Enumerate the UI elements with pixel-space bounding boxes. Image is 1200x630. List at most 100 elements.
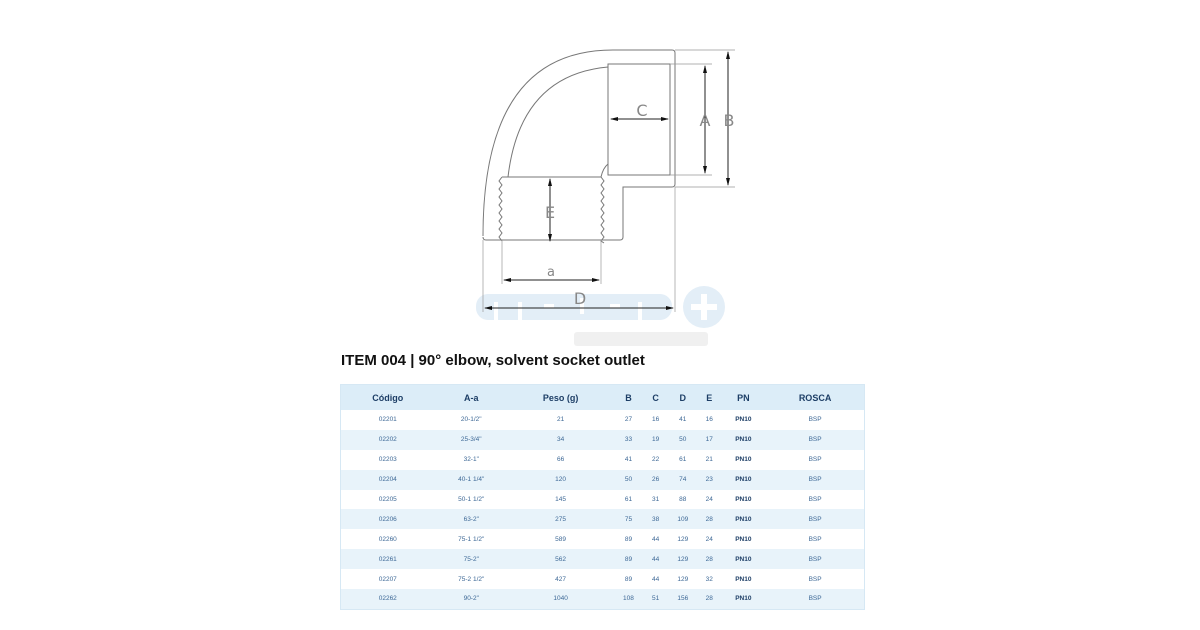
table-cell: 129 [677,575,689,583]
table-cell: 32 [705,575,713,583]
table-cell: 02202 [340,429,435,450]
table-cell: BSP [766,509,865,530]
table-cell: 90-2" [434,589,508,610]
table-cell: 02206 [340,509,435,530]
label-B: B [724,111,735,130]
table-cell: 75-2" [434,549,508,570]
table-cell: 31 [652,496,660,503]
table-cell: 129 [677,535,689,543]
table-cell: 16 [705,416,713,424]
label-A: A [700,111,711,130]
table-cell: 17 [698,429,721,450]
column-header: A-a [434,384,508,410]
table-cell: 02260 [378,535,397,543]
table-cell: PN10 [720,549,767,570]
table-cell: 44 [652,535,660,543]
table-cell: 44 [652,575,660,583]
table-cell: 51 [643,589,668,610]
table-cell: 19 [643,429,668,450]
table-cell: 02262 [340,589,435,610]
table-cell: 41 [624,456,633,464]
table-cell: BSP [808,416,822,424]
table-cell: 24 [705,496,713,503]
table-cell: 02203 [378,456,397,464]
label-a: a [547,265,555,280]
table-cell: 589 [555,535,567,543]
table-cell: 16 [652,416,660,424]
table-cell: 120 [507,469,614,490]
table-cell: 562 [507,549,614,570]
table-cell: BSP [766,549,865,570]
table-cell: 41 [679,416,687,424]
table-cell: PN10 [735,456,752,464]
table-cell: 02204 [340,469,435,490]
table-cell: 21 [556,416,565,424]
table-cell: 50 [613,469,644,490]
table-cell: 50 [667,429,699,450]
table-cell: BSP [808,575,822,583]
table-cell: 02261 [340,549,435,570]
column-header: B [613,384,644,410]
table-cell: BSP [766,469,865,490]
table-cell: 74 [667,469,699,490]
table-cell: 25-3/4" [434,429,508,450]
table-cell: 275 [507,509,614,530]
table-cell: BSP [766,589,865,610]
table-cell: PN10 [735,496,752,503]
table-cell: 427 [555,575,567,583]
table-cell: PN10 [720,589,767,610]
table-cell: 88 [679,496,687,503]
watermark-logo [476,286,725,346]
table-cell: 44 [643,549,668,570]
table-cell: BSP [808,496,822,503]
table-cell: 75-1 1/2" [458,535,485,543]
item-title: ITEM 004 | 90° elbow, solvent socket out… [341,352,645,369]
table-cell: 23 [698,469,721,490]
label-E: E [545,203,555,222]
table-cell: 33 [613,429,644,450]
table-cell: 1040 [507,589,614,610]
label-D: D [574,289,586,308]
table-cell: 61 [624,496,633,503]
elbow-technical-drawing: C A B E a D [482,49,735,312]
table-cell: 61 [679,456,687,464]
table-cell: 75 [613,509,644,530]
table-cell: 24 [705,535,713,543]
table-cell: 20-1/2" [460,416,482,424]
table-cell: BSP [808,456,822,464]
label-C: C [636,101,647,120]
table-cell: 02201 [378,416,397,424]
table-cell: PN10 [735,416,752,424]
table-cell: 63-2" [434,509,508,530]
table-cell: PN10 [720,429,767,450]
column-header: D [667,384,699,410]
table-cell: PN10 [735,535,752,543]
table-cell: 28 [698,549,721,570]
table-cell: BSP [808,535,822,543]
table-cell: PN10 [720,469,767,490]
table-cell: 89 [613,549,644,570]
column-header: ROSCA [766,384,865,410]
table-cell: 66 [556,456,565,464]
table-cell: 32-1" [463,456,479,464]
column-header: Peso (g) [507,384,614,410]
table-cell: 109 [667,509,699,530]
table-cell: 26 [643,469,668,490]
table-cell: 89 [624,535,633,543]
table-cell: 156 [667,589,699,610]
table-cell: BSP [766,429,865,450]
table-cell: 02205 [378,496,397,503]
table-cell: 75-2 1/2" [458,575,485,583]
table-cell: 108 [613,589,644,610]
table-cell: 50-1 1/2" [458,496,485,503]
